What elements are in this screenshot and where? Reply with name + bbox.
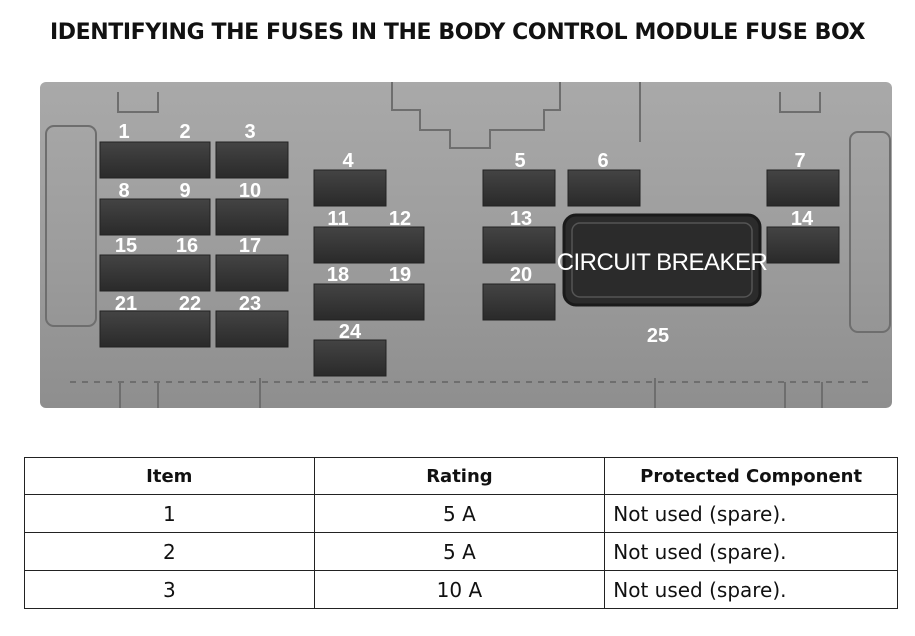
cell-item: 1 bbox=[24, 494, 315, 533]
fuse-8-9 bbox=[99, 198, 211, 236]
fuse-label: 22 bbox=[179, 293, 201, 315]
fuse-20 bbox=[482, 283, 556, 321]
cell-rating: 5 A bbox=[313, 532, 606, 571]
column-header-protected-component: Protected Component bbox=[604, 457, 898, 495]
cell-component: Not used (spare). bbox=[604, 494, 898, 533]
fuse-7 bbox=[766, 169, 840, 207]
fuse-24 bbox=[313, 339, 387, 377]
fuse-label: 11 bbox=[327, 208, 348, 230]
fuse-label: 7 bbox=[794, 150, 805, 172]
fuse-label: 21 bbox=[115, 293, 137, 315]
cell-component: Not used (spare). bbox=[604, 532, 898, 571]
fuse-label: 18 bbox=[327, 264, 349, 286]
circuit-breaker bbox=[562, 213, 762, 307]
fuse-10 bbox=[215, 198, 289, 236]
table-header-row: Item Rating Protected Component bbox=[24, 457, 898, 495]
fuse-6 bbox=[567, 169, 641, 207]
fuse-label: 12 bbox=[389, 208, 411, 230]
cell-item: 2 bbox=[24, 532, 315, 571]
fuse-label: 1 bbox=[118, 121, 129, 143]
fuse-label: 2 bbox=[179, 121, 190, 143]
fuse-14 bbox=[766, 226, 840, 264]
column-header-item: Item bbox=[24, 457, 315, 495]
fuse-label: 5 bbox=[514, 150, 525, 172]
fuse-label: 4 bbox=[342, 150, 354, 172]
fuse-13 bbox=[482, 226, 556, 264]
circuit-breaker-label: CIRCUIT BREAKER bbox=[557, 249, 768, 276]
fuse-label: 16 bbox=[176, 235, 198, 257]
fuse-label: 6 bbox=[597, 150, 608, 172]
fuse-4 bbox=[313, 169, 387, 207]
cell-item: 3 bbox=[24, 570, 315, 609]
housing-outline bbox=[45, 82, 891, 408]
page-title: IDENTIFYING THE FUSES IN THE BODY CONTRO… bbox=[49, 20, 866, 45]
cell-rating: 5 A bbox=[313, 494, 606, 533]
fuse-3 bbox=[215, 141, 289, 179]
fuse-label: 3 bbox=[244, 121, 255, 143]
circuit-breaker-inner bbox=[571, 222, 753, 298]
fuse-label: 24 bbox=[339, 321, 362, 343]
fuse-label: 8 bbox=[118, 180, 129, 202]
fuse-label: 13 bbox=[510, 208, 532, 230]
column-header-rating: Rating bbox=[313, 457, 606, 495]
cell-rating: 10 A bbox=[313, 570, 606, 609]
table-row: 2 5 A Not used (spare). bbox=[24, 532, 898, 571]
table-row: 3 10 A Not used (spare). bbox=[24, 570, 898, 609]
fuse-23 bbox=[215, 310, 289, 348]
fuse-1-2 bbox=[99, 141, 211, 179]
fuse-label: 9 bbox=[179, 180, 190, 202]
fuse-5 bbox=[482, 169, 556, 207]
fuse-blocks bbox=[99, 141, 840, 377]
fuse-21-22 bbox=[99, 310, 211, 348]
fuse-labels: 1 2 3 4 5 6 7 8 9 10 11 12 13 14 15 16 1… bbox=[115, 121, 814, 347]
fuse-table: Item Rating Protected Component 1 5 A No… bbox=[24, 457, 898, 609]
fuse-label: 10 bbox=[239, 180, 261, 202]
fuse-box-housing bbox=[40, 82, 892, 408]
fuse-label: 14 bbox=[791, 208, 814, 230]
fuse-18-19 bbox=[313, 283, 425, 321]
cell-component: Not used (spare). bbox=[604, 570, 898, 609]
fuse-label: 23 bbox=[239, 293, 261, 315]
fuse-11-12 bbox=[313, 226, 425, 264]
fuse-label: 15 bbox=[115, 235, 137, 257]
fuse-label: 20 bbox=[510, 264, 532, 286]
table-row: 1 5 A Not used (spare). bbox=[24, 494, 898, 533]
fuse-box-diagram: 1 2 3 4 5 6 7 8 9 10 11 12 13 14 15 16 1… bbox=[40, 82, 892, 408]
fuse-15-16 bbox=[99, 254, 211, 292]
fuse-box-svg: 1 2 3 4 5 6 7 8 9 10 11 12 13 14 15 16 1… bbox=[40, 82, 892, 408]
fuse-label: 25 bbox=[647, 325, 669, 347]
fuse-label: 17 bbox=[239, 235, 261, 257]
fuse-17 bbox=[215, 254, 289, 292]
fuse-label: 19 bbox=[389, 264, 411, 286]
